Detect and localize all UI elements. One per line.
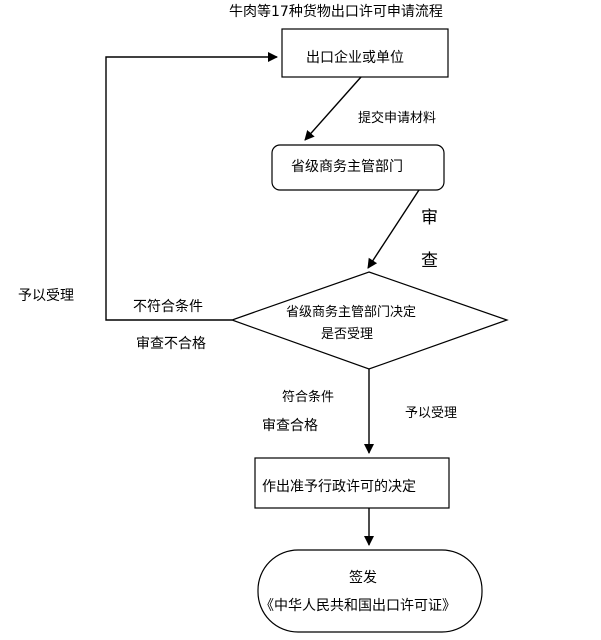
review-passed-label: 审查合格 xyxy=(262,418,318,434)
arrow-dept-to-decision xyxy=(367,189,420,269)
qualified-label: 符合条件 xyxy=(282,390,335,405)
accept-right-label: 予以受理 xyxy=(405,406,458,421)
accept-left-label: 予以受理 xyxy=(18,288,74,304)
review-char-1: 审 xyxy=(421,208,438,228)
review-char-2: 查 xyxy=(421,251,438,271)
provincial-dept-box xyxy=(271,144,445,191)
applicant-label: 出口企业或单位 xyxy=(306,50,404,66)
decision-label-line1: 省级商务主管部门决定 xyxy=(286,305,417,320)
diagram-title: 牛肉等17种货物出口许可申请流程 xyxy=(229,4,443,20)
submit-materials-label: 提交申请材料 xyxy=(358,111,437,126)
decision-diamond xyxy=(230,271,509,370)
decision-label-line2: 是否受理 xyxy=(321,327,374,342)
arrow-applicant-to-dept xyxy=(304,76,362,141)
issue-terminal xyxy=(257,549,483,633)
issue-label-line1: 签发 xyxy=(349,570,377,586)
applicant-box xyxy=(281,28,449,78)
admin-decision-label: 作出准予行政许可的决定 xyxy=(262,479,416,495)
admin-decision-box xyxy=(254,457,450,509)
issue-label-line2: 《中华人民共和国出口许可证》 xyxy=(260,598,456,614)
feedback-loop-line xyxy=(105,52,278,321)
review-failed-label: 审查不合格 xyxy=(136,336,206,352)
provincial-dept-label: 省级商务主管部门 xyxy=(291,159,403,175)
not-qualified-label: 不符合条件 xyxy=(133,299,203,315)
